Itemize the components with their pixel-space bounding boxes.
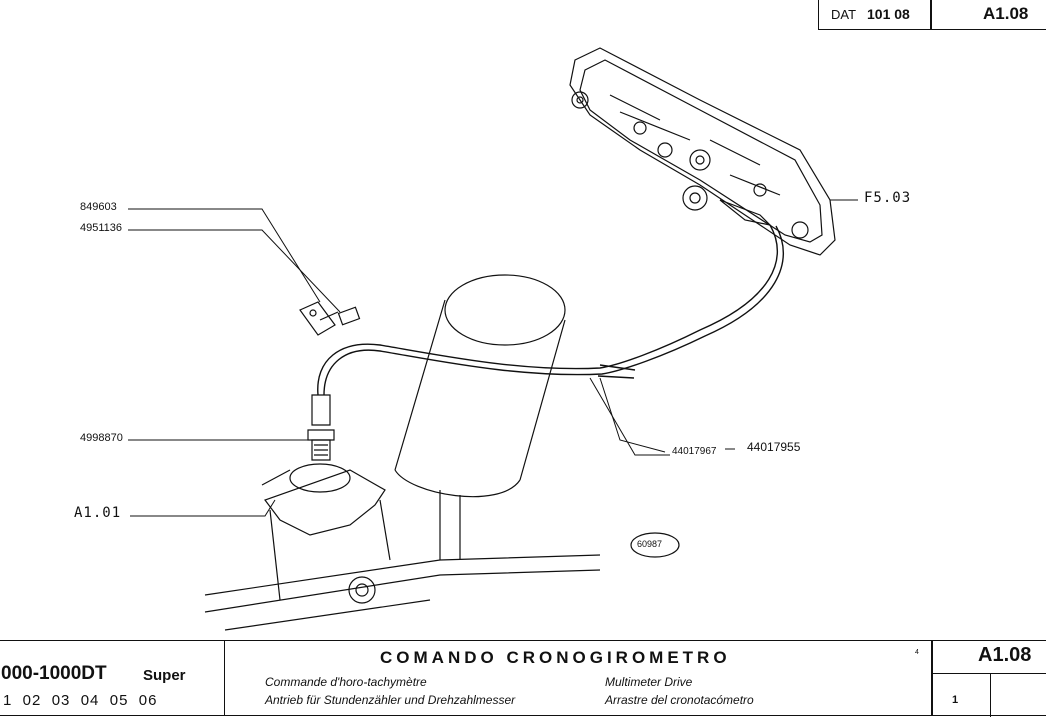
sheet-code-box-bottom: A1.08 1	[931, 640, 1046, 717]
image-number: 60987	[637, 539, 663, 549]
model-box: 000-1000DT Super 1 02 03 04 05 06	[0, 640, 225, 716]
label-a101: A1.01	[74, 505, 122, 521]
instrument-cluster-drawing	[569, 47, 836, 256]
title-fr: Commande d'horo-tachymètre	[265, 675, 427, 689]
sheet-code-top: A1.08	[983, 4, 1029, 23]
page-marker: 4	[915, 649, 919, 656]
sheet-divider-v	[990, 673, 991, 717]
sheet-index: 1	[952, 694, 959, 706]
gearbox-housing-drawing	[204, 463, 601, 631]
leader-lines	[128, 199, 858, 517]
title-box: COMANDO CRONOGIROMETRO Commande d'horo-t…	[224, 640, 933, 716]
title-de: Antrieb für Stundenzähler und Drehzahlme…	[265, 693, 516, 707]
model-variants: 1 02 03 04 05 06	[3, 692, 158, 709]
label-4951136: 4951136	[80, 222, 123, 234]
label-4998870: 4998870	[80, 432, 123, 444]
dat-prefix: DAT	[831, 7, 857, 22]
label-44017955: 44017955	[747, 440, 801, 454]
fitting-drawing	[307, 394, 335, 461]
label-44017967: 44017967	[672, 446, 717, 457]
cylinder-drawing	[394, 274, 566, 498]
image-number-oval	[630, 532, 680, 558]
dat-number: 101 08	[867, 6, 910, 22]
sheet-divider-h	[931, 673, 1046, 674]
title-en: Multimeter Drive	[605, 675, 693, 689]
model-suffix: Super	[143, 667, 186, 684]
model-name: 000-1000DT	[1, 663, 107, 684]
label-849603: 849603	[80, 201, 117, 213]
sheet-code-box-top: A1.08	[930, 0, 1046, 30]
label-f503: F5.03	[864, 190, 912, 206]
title-es: Arrastre del cronotacómetro	[605, 693, 754, 707]
drawing-title: COMANDO CRONOGIROMETRO	[380, 648, 731, 667]
dat-box: DAT 101 08	[818, 0, 932, 30]
sheet-code-bottom: A1.08	[978, 644, 1032, 666]
drive-cable-drawing	[317, 224, 785, 396]
clip-parts-drawing	[299, 301, 361, 336]
